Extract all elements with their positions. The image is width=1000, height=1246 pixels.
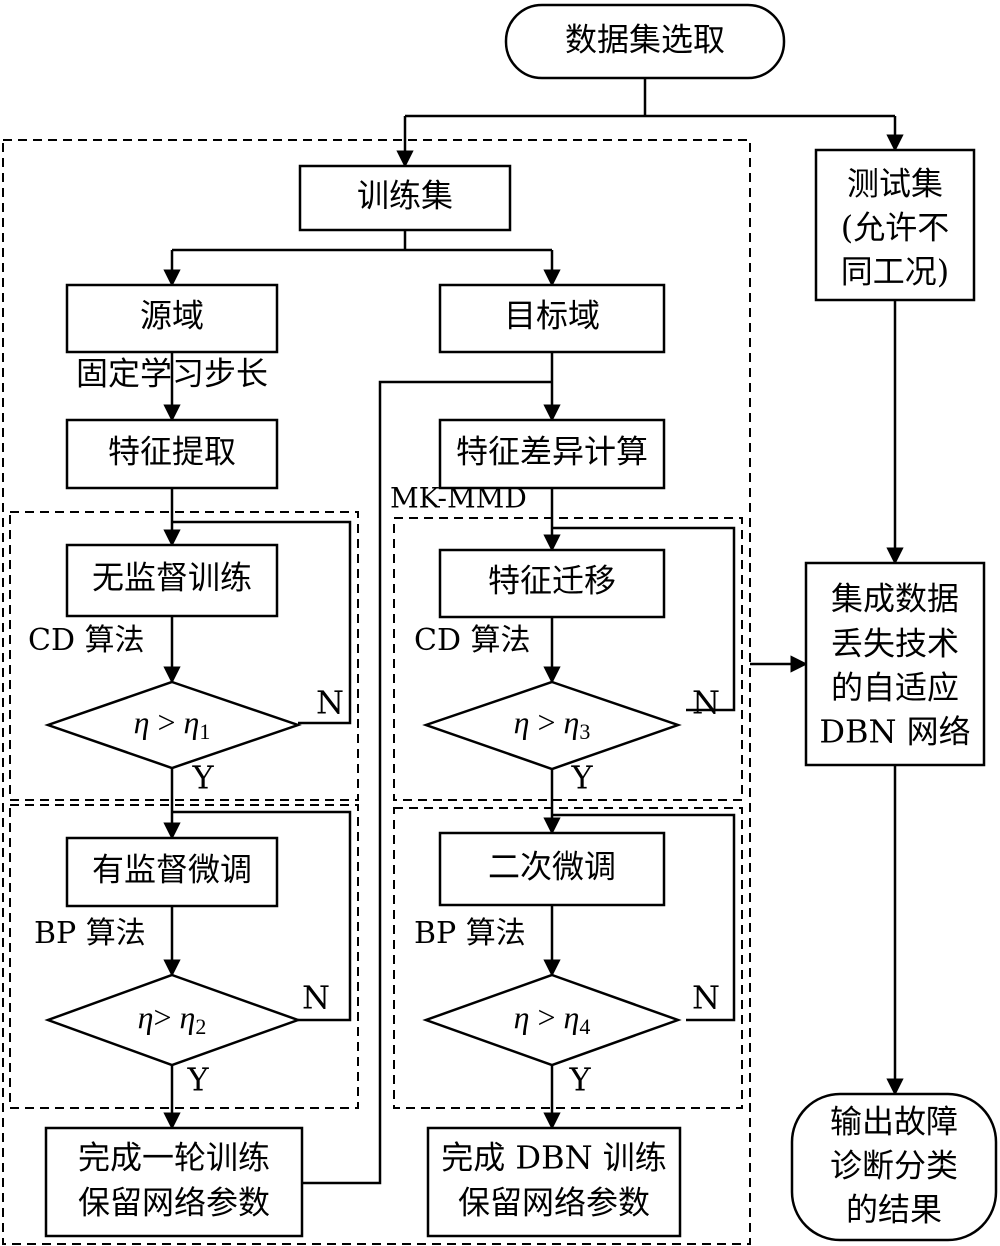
second-finetune-node (438, 831, 666, 907)
finish-dbn-node (426, 1126, 682, 1238)
no-label-4: N (692, 979, 720, 1017)
training-region-outline (2, 139, 751, 1245)
output-result-node (790, 1092, 998, 1242)
finish-round-line-1: 完成一轮训练 (78, 1139, 270, 1177)
yes-label-2: Y (186, 1061, 209, 1099)
pretrain-group-outline (9, 511, 359, 801)
decision-eta-4-text: η > η4 (514, 999, 591, 1039)
cd-algorithm-label-right: CD 算法 (414, 623, 531, 658)
dataset-select-text: 数据集选取 (565, 21, 725, 59)
feature-diff-text: 特征差异计算 (456, 433, 648, 471)
test-set-line-3: 同工况) (841, 253, 950, 291)
decision-eta-1 (44, 680, 302, 770)
dataset-select-node (504, 3, 786, 80)
finetune-group-outline (9, 804, 359, 1109)
target-domain-text: 目标域 (504, 297, 600, 335)
finish-round-node (44, 1126, 304, 1238)
feature-diff-node (438, 418, 666, 490)
no-label-1: N (316, 684, 344, 722)
test-set-node (814, 148, 976, 302)
decision-eta-4 (422, 973, 682, 1067)
train-set-text: 训练集 (357, 177, 453, 215)
output-line-3: 的结果 (846, 1191, 942, 1229)
params-to-target-connector (302, 380, 552, 1185)
no-label-2: N (302, 979, 330, 1017)
yes-label-3: Y (570, 759, 593, 797)
unsupervised-train-text: 无监督训练 (92, 559, 252, 597)
output-line-2: 诊断分类 (830, 1147, 958, 1185)
mk-mmd-label: MK-MMD (390, 482, 527, 515)
source-domain-text: 源域 (140, 297, 204, 335)
target-domain-node (438, 283, 666, 354)
second-finetune-group-outline (393, 807, 743, 1109)
fixed-learning-rate-label: 固定学习步长 (76, 355, 268, 393)
test-set-line-2: (允许不 (841, 209, 950, 247)
cd-algorithm-label-left: CD 算法 (28, 623, 145, 658)
decision-eta-2-text: η> η2 (138, 999, 207, 1039)
bp-algorithm-label-right: BP 算法 (414, 916, 526, 951)
loop-back-no-2 (172, 810, 352, 1022)
ensemble-dbn-line-3: 的自适应 (831, 669, 959, 707)
loop-back-no-3 (552, 526, 736, 712)
train-set-node (298, 164, 512, 232)
decision-eta-3-text: η > η3 (514, 704, 591, 744)
loop-back-no-4 (552, 813, 736, 1022)
unsupervised-train-node (65, 543, 279, 618)
ensemble-dbn-line-1: 集成数据 (831, 580, 959, 618)
second-finetune-text: 二次微调 (488, 848, 616, 886)
finish-dbn-line-1: 完成 DBN 训练 (441, 1139, 667, 1177)
decision-eta-3 (422, 680, 682, 771)
finish-round-line-2: 保留网络参数 (78, 1184, 270, 1222)
decision-eta-2 (44, 973, 302, 1067)
supervised-finetune-text: 有监督微调 (92, 851, 252, 889)
yes-label-4: Y (568, 1061, 591, 1099)
feature-extract-text: 特征提取 (108, 433, 236, 471)
ensemble-dbn-line-4: DBN 网络 (819, 713, 970, 751)
feature-extract-node (65, 418, 279, 490)
no-label-3: N (692, 684, 720, 722)
loop-back-no-1 (172, 520, 352, 725)
ensemble-dbn-node (804, 561, 986, 767)
yes-label-1: Y (191, 759, 214, 797)
supervised-finetune-node (65, 836, 279, 908)
finish-dbn-line-2: 保留网络参数 (458, 1184, 650, 1222)
feature-transfer-text: 特征迁移 (488, 562, 616, 600)
decision-eta-1-text: η > η1 (134, 704, 211, 744)
output-line-1: 输出故障 (830, 1103, 958, 1141)
bp-algorithm-label-left: BP 算法 (34, 916, 146, 951)
ensemble-dbn-line-2: 丢失技术 (831, 625, 959, 663)
source-domain-node (65, 283, 279, 354)
transfer-group-outline (393, 517, 743, 801)
test-set-line-1: 测试集 (847, 165, 943, 203)
feature-transfer-node (438, 548, 666, 619)
